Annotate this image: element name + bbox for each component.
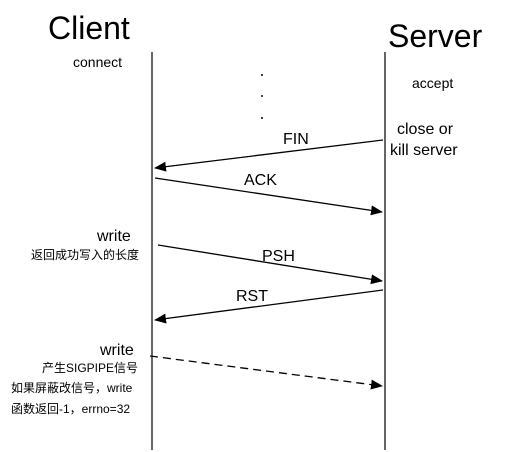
ellipsis-dot (261, 117, 263, 119)
write-note-2-line2: 如果屏蔽改信号，write (11, 381, 133, 395)
ack-label: ACK (244, 172, 277, 189)
ellipsis-dot (261, 74, 263, 76)
psh-label: PSH (262, 248, 295, 265)
server-close-note-line2: kill server (390, 142, 458, 159)
fin-label: FIN (283, 131, 309, 148)
rst-arrow (154, 289, 384, 324)
write-note-1-line1: 返回成功写入的长度 (31, 248, 140, 262)
fin-arrow (154, 139, 384, 172)
write-note-2-title: write (100, 342, 134, 359)
ack-arrow (154, 177, 383, 216)
client-title: Client (48, 10, 130, 46)
server-close-note-line1: close or (397, 121, 454, 138)
ellipsis-dot (261, 95, 263, 97)
sigpipe-dashed-arrow (149, 355, 383, 390)
server-accept-note: accept (412, 75, 454, 91)
client-connect-note: connect (73, 54, 123, 70)
write-note-2-line1: 产生SIGPIPE信号 (42, 361, 139, 375)
psh-arrow (157, 244, 383, 285)
write-note-2-line3: 函数返回-1，errno=32 (11, 402, 131, 416)
server-title: Server (388, 18, 483, 54)
rst-label: RST (236, 288, 268, 305)
write-note-1-title: write (97, 228, 131, 245)
